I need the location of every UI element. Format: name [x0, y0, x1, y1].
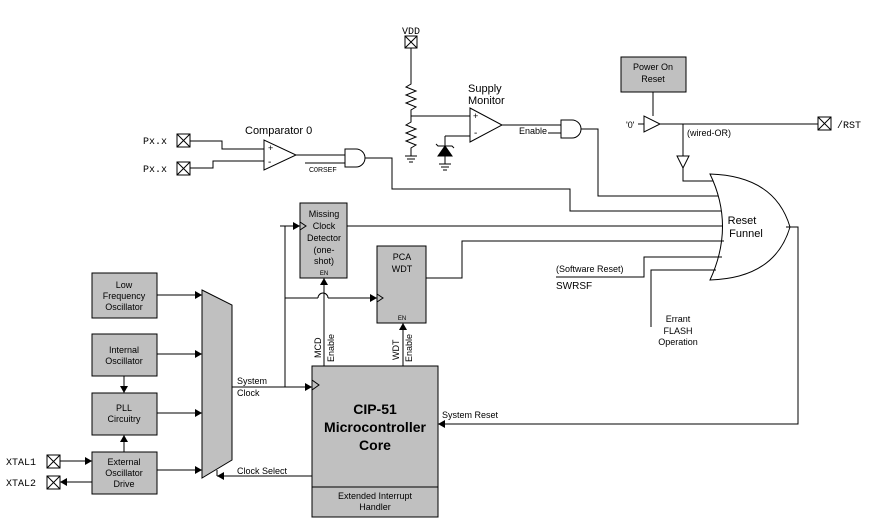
mcd-label: MCD: [313, 337, 323, 358]
svg-text:Oscillator: Oscillator: [105, 356, 143, 366]
svg-text:Circuitry: Circuitry: [108, 414, 141, 424]
supply-monitor-label-1: Supply: [468, 83, 502, 95]
svg-text:Errant: Errant: [666, 314, 691, 324]
svg-text:Oscillator: Oscillator: [105, 302, 143, 312]
clock-select-label: Clock Select: [237, 466, 288, 476]
wired-or-label: (wired-OR): [687, 128, 731, 138]
clock-mux: [201, 289, 233, 479]
supply-monitor-label-2: Monitor: [468, 95, 505, 107]
svg-text:+: +: [268, 143, 273, 153]
svg-text:EN: EN: [320, 271, 328, 277]
wdt-enable-label: Enable: [404, 334, 414, 362]
svg-text:Reset: Reset: [641, 74, 665, 84]
svg-text:Missing: Missing: [309, 209, 340, 219]
interrupt-handler-2: Handler: [359, 502, 391, 512]
zener-diode-icon: [437, 145, 453, 157]
svg-text:Low: Low: [116, 280, 133, 290]
external-oscillator-box: [91, 451, 158, 495]
xtal2-label: XTAL2: [6, 479, 36, 490]
svg-text:-: -: [268, 157, 271, 168]
internal-oscillator-box: [91, 333, 158, 377]
svg-text:-: -: [474, 128, 477, 139]
svg-text:Clock: Clock: [313, 221, 336, 231]
svg-text:Drive: Drive: [113, 479, 134, 489]
software-reset-label: (Software Reset): [556, 264, 624, 274]
power-on-reset-box: [620, 56, 687, 93]
enable-label: Enable: [519, 126, 547, 136]
comparator-and-gate: [344, 148, 366, 168]
comparator-title: Comparator 0: [245, 125, 312, 137]
svg-text:External: External: [107, 457, 140, 467]
cpu-line2: Microcontroller: [324, 419, 426, 435]
svg-text:FLASH: FLASH: [663, 326, 692, 336]
supply-monitor-comparator: [469, 107, 504, 143]
reset-funnel-gate: [709, 173, 791, 281]
svg-text:(one-: (one-: [313, 245, 334, 255]
wdt-label: WDT: [391, 339, 401, 360]
svg-text:Frequency: Frequency: [103, 291, 146, 301]
svg-text:EN: EN: [398, 316, 406, 322]
svg-text:Operation: Operation: [658, 337, 698, 347]
interrupt-handler-1: Extended Interrupt: [338, 491, 413, 501]
pca-wdt-box: [376, 245, 427, 324]
reset-funnel-label-1: Reset: [728, 215, 757, 227]
svg-text:WDT: WDT: [392, 264, 413, 274]
system-reset-label: System Reset: [442, 410, 499, 420]
px-pin-1-label: Px.x: [143, 137, 167, 148]
svg-text:Detector: Detector: [307, 233, 341, 243]
missing-clock-detector-box: [299, 202, 348, 279]
resistor-top: [404, 48, 418, 118]
wired-or-buffer: [676, 155, 690, 170]
system-clock-label-2: Clock: [237, 388, 260, 398]
vdd-label: VDD: [402, 27, 420, 38]
xtal1-label: XTAL1: [6, 458, 36, 469]
low-frequency-oscillator-box: [91, 272, 158, 319]
resistor-bottom: [404, 118, 418, 156]
supply-and-gate: [560, 119, 582, 139]
rst-pin-label: /RST: [837, 120, 861, 132]
cpu-title: CIP-51: [353, 401, 397, 417]
swrsf-label: SWRSF: [556, 281, 592, 292]
mcd-enable-label: Enable: [326, 334, 336, 362]
system-clock-label-1: System: [237, 376, 267, 386]
reset-funnel-label-2: Funnel: [729, 228, 763, 240]
svg-text:PCA: PCA: [393, 252, 412, 262]
svg-text:Oscillator: Oscillator: [105, 468, 143, 478]
svg-text:Power On: Power On: [633, 62, 673, 72]
svg-text:+: +: [473, 111, 478, 121]
zero-label: '0': [626, 120, 635, 130]
svg-text:shot): shot): [314, 256, 334, 266]
cpu-line3: Core: [359, 437, 391, 453]
c0rsef-label: C0RSEF: [309, 167, 337, 174]
px-pin-2-label: Px.x: [143, 165, 167, 176]
svg-text:Internal: Internal: [109, 345, 139, 355]
comparator-0-triangle: [263, 139, 298, 171]
cip51-core-box: [311, 365, 439, 518]
por-buffer: [643, 115, 662, 133]
svg-text:PLL: PLL: [116, 403, 132, 413]
